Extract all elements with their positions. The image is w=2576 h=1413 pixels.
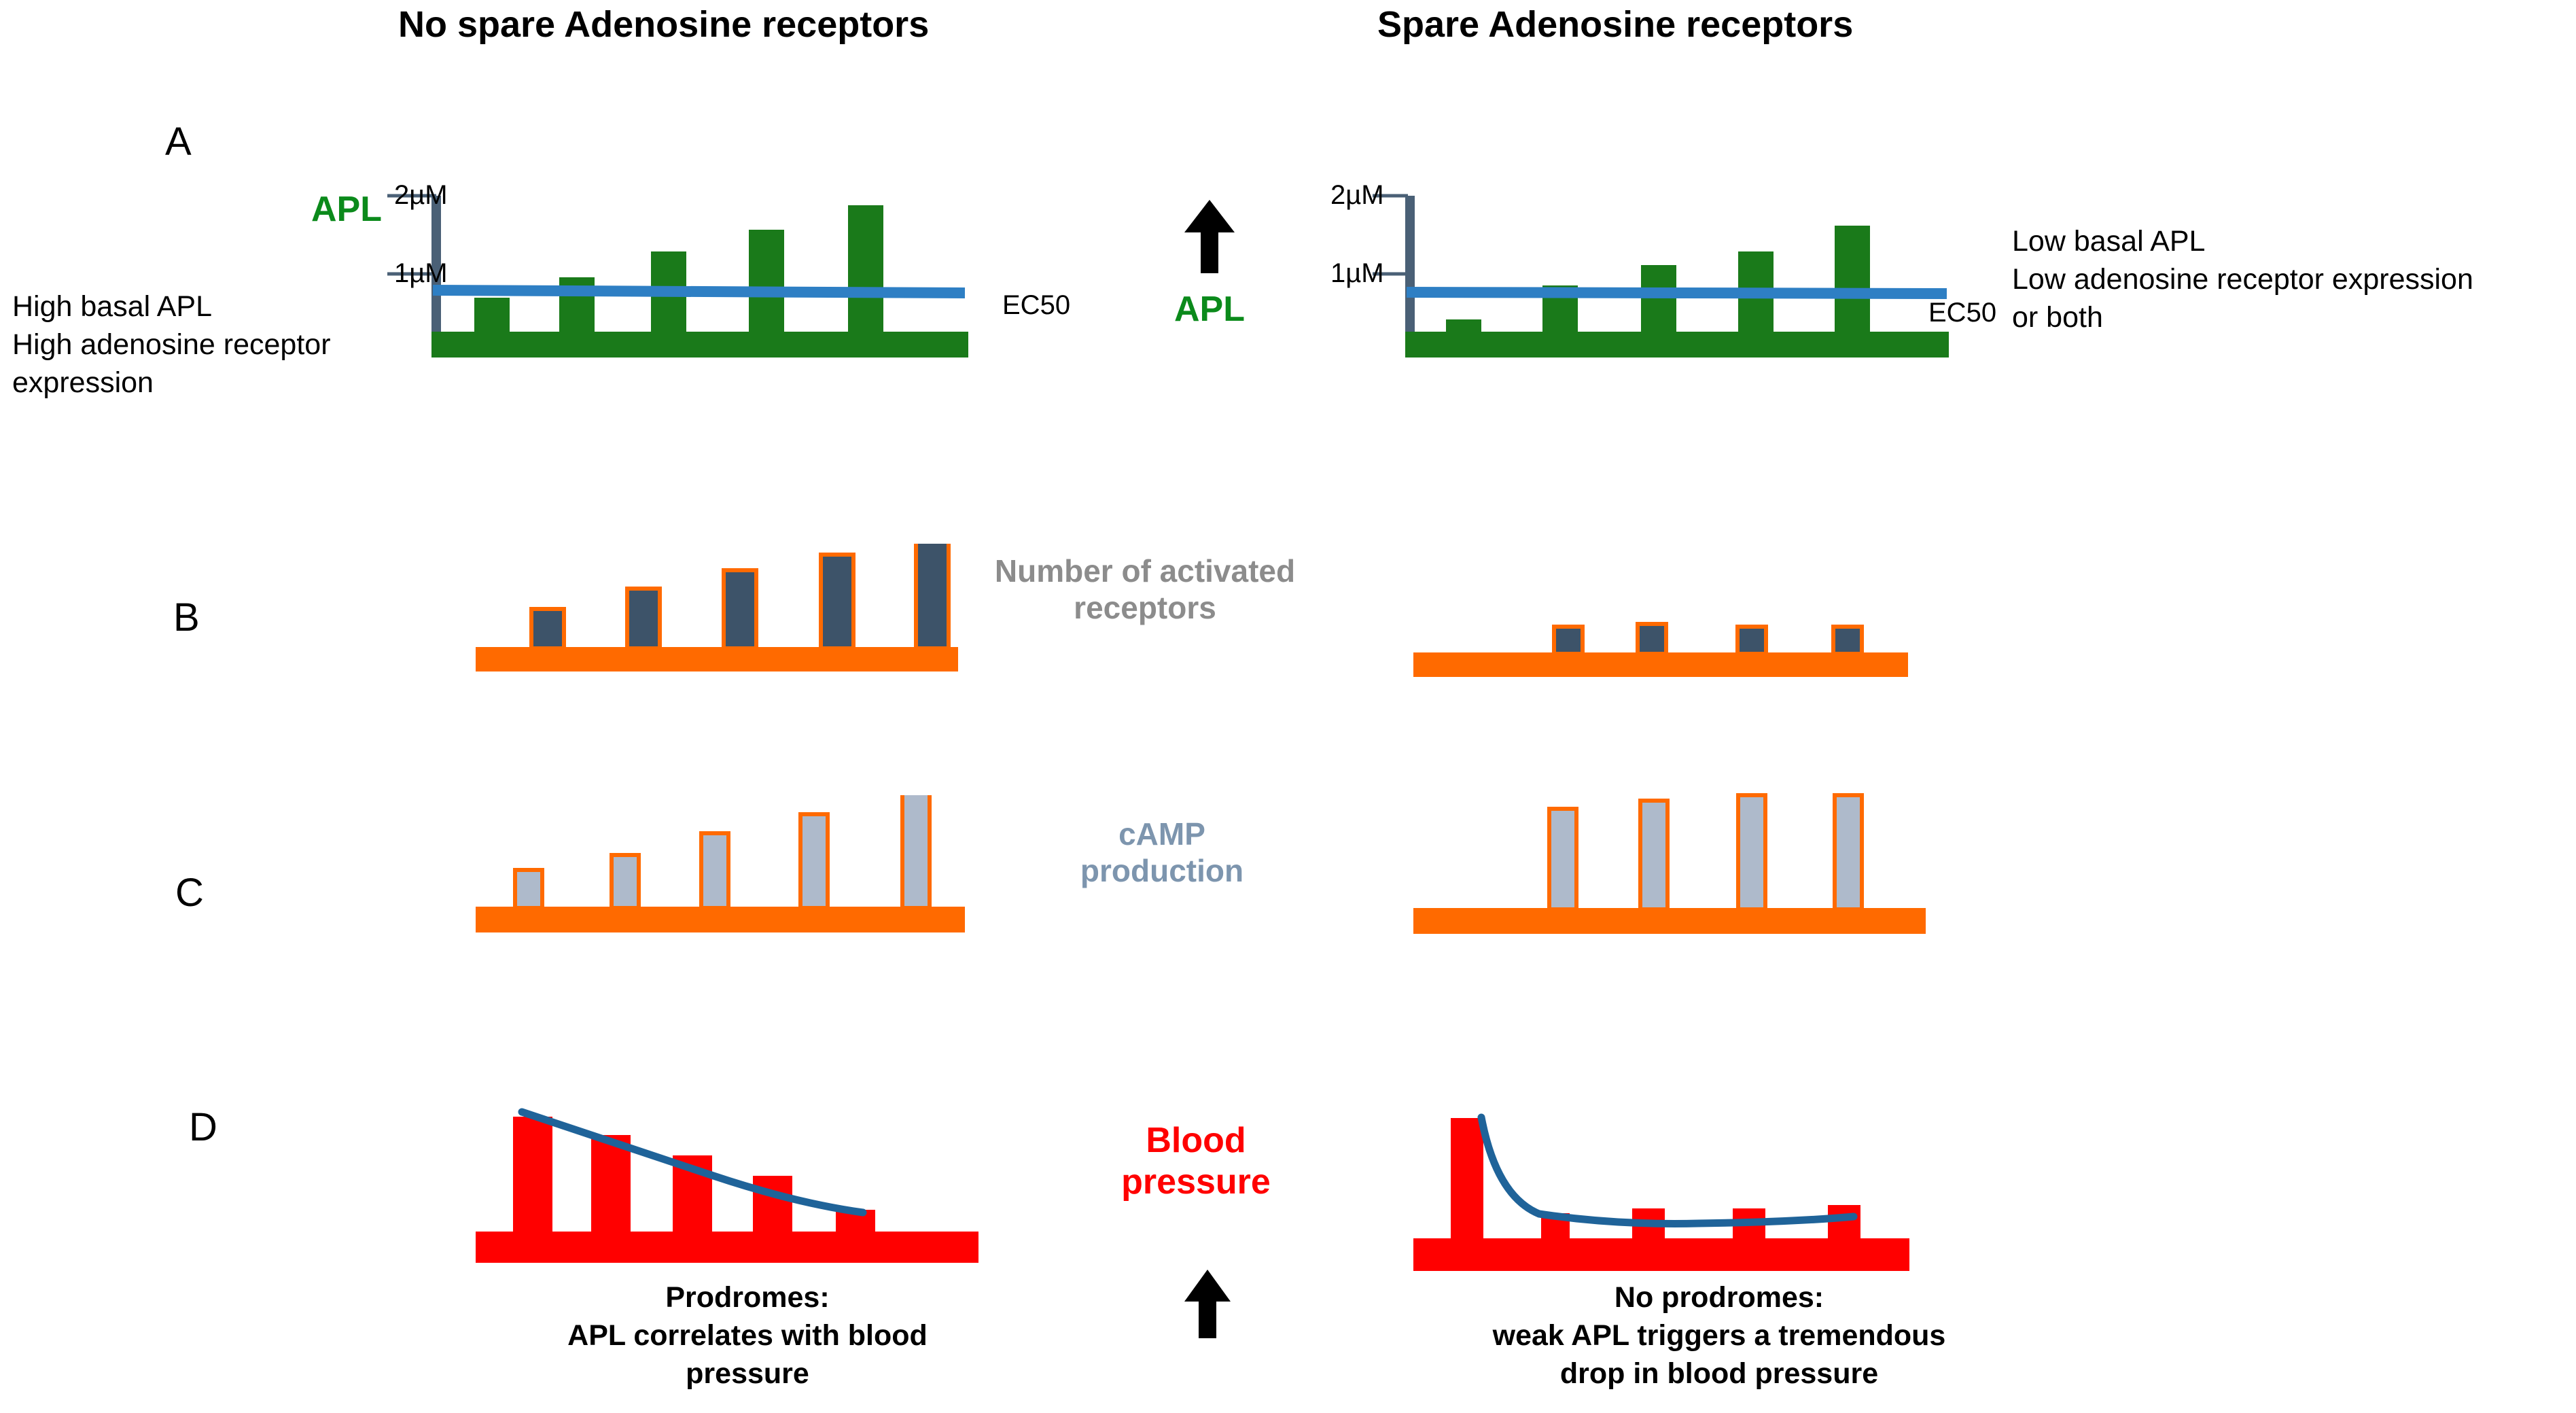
bar-camp-2 xyxy=(610,853,641,910)
bp-trend-curve xyxy=(1477,1113,1858,1227)
axis-tick-1um-right: 1µM xyxy=(1330,258,1384,288)
camp-label: cAMP production xyxy=(1080,816,1244,889)
bar-camp-1 xyxy=(1547,807,1578,911)
y-axis xyxy=(1405,196,1415,353)
bar-camp-5 xyxy=(900,795,932,910)
ec50-line xyxy=(432,285,966,298)
membrane-bar xyxy=(476,907,965,932)
baseline-band xyxy=(431,332,968,357)
baseline-bar xyxy=(476,1232,978,1263)
ec50-label-right: EC50 xyxy=(1928,298,1997,328)
panel-d-left-svg xyxy=(476,1108,978,1263)
panel-b-left-svg xyxy=(476,544,958,671)
blood-pressure-label: Blood pressure xyxy=(1121,1121,1271,1202)
panel-d-right-svg xyxy=(1413,1113,1909,1271)
column-title-spare: Spare Adenosine receptors xyxy=(1377,4,1854,45)
apl-label-center: APL xyxy=(1174,290,1245,329)
apl-label-left: APL xyxy=(311,190,382,229)
bar-camp-1 xyxy=(513,868,544,910)
bar-receptor-4 xyxy=(819,553,855,650)
bar-receptor-2 xyxy=(625,587,662,650)
bar-camp-3 xyxy=(1736,793,1767,911)
panel-a-right-chart xyxy=(1332,184,2052,401)
bar-bp-4 xyxy=(753,1176,792,1234)
panel-a-left-chart xyxy=(292,184,1012,401)
panel-b-right-svg xyxy=(1413,622,1908,677)
bar-camp-4 xyxy=(1833,793,1864,911)
panel-b-left-chart xyxy=(476,544,992,693)
panel-c-left-svg xyxy=(476,795,965,932)
blood-pressure-up-arrow xyxy=(1184,1270,1231,1338)
panel-letter-a: A xyxy=(165,120,192,164)
bar-apl-4 xyxy=(749,230,784,333)
panel-d-left-chart xyxy=(476,1087,1019,1278)
caption-left: Prodromes: APL correlates with blood pre… xyxy=(567,1281,928,1390)
receptors-label: Number of activated receptors xyxy=(994,553,1296,626)
caption-right: No prodromes: weak APL triggers a tremen… xyxy=(1492,1281,1946,1390)
axis-tick-2um-right: 2µM xyxy=(1330,180,1384,210)
bar-camp-3 xyxy=(699,831,730,910)
panel-letter-b: B xyxy=(173,595,200,640)
ec50-label-left: EC50 xyxy=(1002,290,1071,320)
bar-receptor-3 xyxy=(722,568,758,650)
membrane-bar xyxy=(476,647,958,671)
ec50-line xyxy=(1406,287,1947,299)
bar-apl-5 xyxy=(1835,226,1870,333)
column-title-no-spare: No spare Adenosine receptors xyxy=(398,4,930,45)
bar-receptor-2 xyxy=(1636,622,1668,656)
bar-receptor-3 xyxy=(1735,625,1768,656)
bar-bp-5 xyxy=(1828,1205,1860,1240)
bar-camp-2 xyxy=(1638,799,1670,911)
panel-d-right-chart xyxy=(1413,1094,1971,1285)
baseline-band xyxy=(1405,332,1949,357)
membrane-bar xyxy=(1413,652,1908,677)
axis-tick-1um-left: 1µM xyxy=(394,258,448,288)
bar-bp-1 xyxy=(513,1117,552,1234)
bar-bp-2 xyxy=(591,1135,631,1234)
bar-apl-5 xyxy=(848,205,883,333)
bar-receptor-1 xyxy=(529,607,566,650)
y-axis xyxy=(431,196,441,353)
panel-c-left-chart xyxy=(476,795,1006,952)
bar-receptor-1 xyxy=(1552,625,1585,656)
bp-trend-curve xyxy=(518,1108,867,1217)
bar-apl-1 xyxy=(474,298,510,333)
panel-a-left-svg xyxy=(387,194,968,357)
panel-c-right-chart xyxy=(1413,788,1957,945)
side-text-right: Low basal APL Low adenosine receptor exp… xyxy=(2012,225,2473,334)
panel-a-right-svg xyxy=(1373,194,1949,357)
membrane-bar xyxy=(1413,908,1926,934)
bar-bp-1 xyxy=(1451,1118,1483,1240)
apl-up-arrow xyxy=(1184,200,1235,273)
bar-apl-1 xyxy=(1446,319,1481,333)
bar-receptor-5 xyxy=(914,544,951,650)
panel-b-right-chart xyxy=(1413,612,1957,700)
bar-camp-4 xyxy=(798,812,830,910)
bar-apl-3 xyxy=(1641,265,1676,333)
side-text-left: High basal APL High adenosine receptor e… xyxy=(12,290,331,399)
panel-letter-d: D xyxy=(189,1105,217,1149)
baseline-bar xyxy=(1413,1238,1909,1271)
panel-letter-c: C xyxy=(175,871,204,915)
bar-receptor-4 xyxy=(1831,625,1864,656)
axis-tick-2um-left: 2µM xyxy=(394,180,448,210)
panel-c-right-svg xyxy=(1413,793,1926,934)
